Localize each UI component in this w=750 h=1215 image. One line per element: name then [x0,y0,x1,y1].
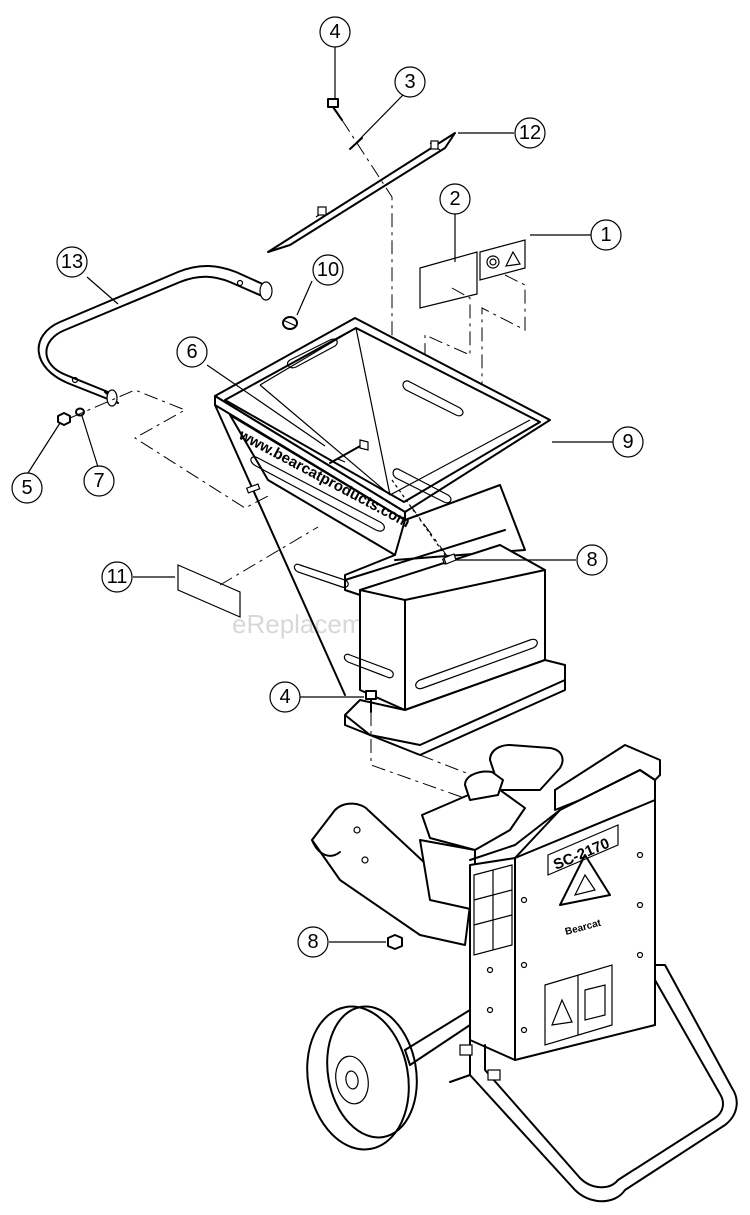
chipper-body: SC-2170 Bearcat [311,744,661,1061]
callout-1: 1 [590,219,622,251]
callout-4-top: 4 [319,16,351,48]
callout-8-upper: 8 [576,544,608,576]
part-12-deflector [267,132,456,253]
callout-12: 12 [514,117,546,149]
callout-6: 6 [176,336,208,368]
svg-text:11: 11 [107,566,128,588]
part-9-hopper: www.bearcatproducts.com [214,317,566,756]
svg-text:4: 4 [329,21,340,43]
part-8-nut-lower [387,934,403,950]
callout-10: 10 [312,254,344,286]
svg-text:7: 7 [93,470,104,492]
callout-13: 13 [56,246,88,278]
callout-8-lower: 8 [297,926,329,958]
callout-3: 3 [394,66,426,98]
callout-4-lower: 4 [269,681,301,713]
svg-text:4: 4 [279,686,290,708]
part-10-plug [282,316,298,330]
part-4-bolt-lower [365,690,511,841]
svg-text:2: 2 [449,188,460,210]
svg-text:13: 13 [61,251,83,273]
svg-text:5: 5 [21,477,32,499]
callout-9: 9 [612,426,644,458]
svg-text:10: 10 [317,259,339,281]
part-6-bolt [329,439,369,464]
part-7-washer [75,407,85,417]
svg-text:3: 3 [404,71,415,93]
callout-7: 7 [83,465,115,497]
frame-and-wheel [306,964,738,1203]
part-4-bolt-top [327,98,343,121]
svg-text:1: 1 [600,224,611,246]
svg-text:8: 8 [307,931,318,953]
callout-11: 11 [101,561,133,593]
callout-2: 2 [439,183,471,215]
svg-text:9: 9 [622,431,633,453]
svg-text:12: 12 [519,122,541,144]
part-5-nut [57,412,71,426]
leader-lines [27,47,613,943]
part-11-decal [177,526,319,618]
svg-text:6: 6 [186,341,197,363]
callout-5: 5 [11,472,43,504]
svg-text:8: 8 [586,549,597,571]
part-3-washer [349,137,363,150]
part-1-warning-decal [479,239,526,430]
part-13-handle [37,265,273,407]
